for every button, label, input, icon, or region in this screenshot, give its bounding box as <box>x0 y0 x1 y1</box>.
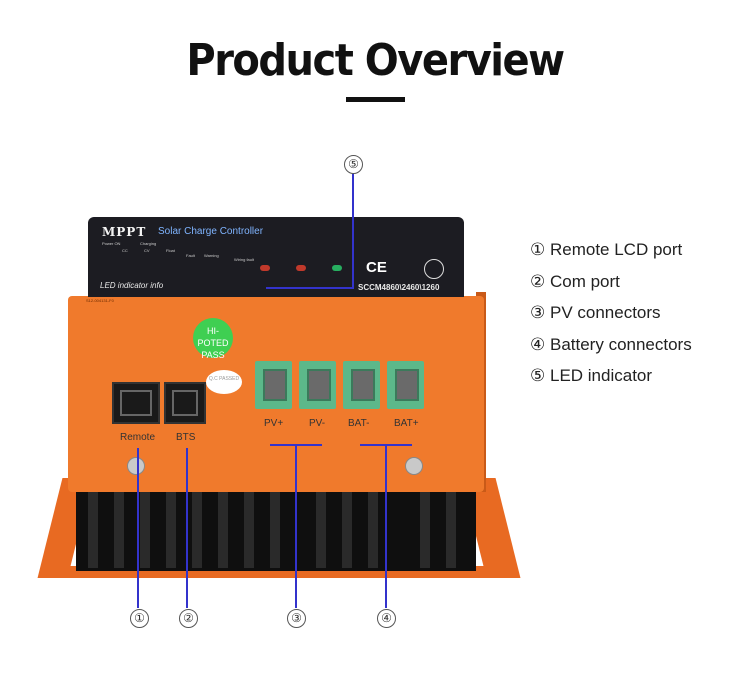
legend-item-number: ③ <box>530 303 546 322</box>
terminal-pv-plus <box>255 361 292 409</box>
panel-label: Float <box>166 248 175 253</box>
title-underline <box>346 97 405 102</box>
legend-item: ⑤ LED indicator <box>530 366 692 398</box>
legend-item-number: ② <box>530 271 546 291</box>
led-info-label: LED indicator info <box>100 281 164 290</box>
heatsink-fin <box>166 492 176 568</box>
product-subtitle: Solar Charge Controller <box>158 226 264 237</box>
callout-line-4 <box>385 444 387 608</box>
terminal-bat-minus <box>343 361 380 409</box>
page-title: Product Overview <box>186 36 565 86</box>
serial-label: S12-004131-F0 <box>86 298 114 303</box>
heatsink-fin <box>446 492 456 568</box>
recycle-icon <box>424 259 444 279</box>
heatsink-fin <box>270 492 280 568</box>
port-label-bts: BTS <box>176 432 196 443</box>
heatsink-fin <box>218 492 228 568</box>
terminal-label: BAT+ <box>394 418 419 429</box>
legend-item-label: Battery connectors <box>549 334 692 354</box>
legend-item-label: PV connectors <box>549 303 661 322</box>
callout-line-5 <box>352 174 354 288</box>
callout-number-3: ③ <box>287 609 306 628</box>
callout-number-5: ⑤ <box>344 155 363 174</box>
panel-label: Power ON <box>102 241 121 246</box>
heatsink-fin <box>342 492 352 568</box>
panel-label: Warning <box>204 253 219 258</box>
heatsink-fin <box>140 492 150 568</box>
hipot-sticker: HI-POTED PASS <box>193 318 233 360</box>
legend-item-number: ① <box>530 240 546 259</box>
mounting-screw <box>405 457 423 475</box>
mounting-screw <box>127 457 145 475</box>
model-label: SCCM4860\2460\1260 <box>358 283 440 292</box>
callout-number-4: ④ <box>377 609 396 628</box>
callout-number-1: ① <box>130 609 149 628</box>
legend-item-label: Remote LCD port <box>549 240 683 259</box>
terminal-bat-plus <box>387 361 424 409</box>
legend-item-number: ④ <box>530 334 546 354</box>
legend-item-label: LED indicator <box>549 366 653 385</box>
heatsink-fin <box>114 492 124 568</box>
callout-line-3 <box>295 444 297 608</box>
panel-label: Fault <box>186 253 195 258</box>
heatsink-fin <box>316 492 326 568</box>
callout-line-5 <box>266 287 354 289</box>
panel-label: CV <box>144 248 150 253</box>
brand-label: MPPT <box>102 225 147 239</box>
qc-sticker: Q.C PASSED <box>206 370 242 394</box>
panel-label: Charging <box>140 241 157 246</box>
terminal-label: BAT- <box>348 418 370 429</box>
heatsink-fin <box>88 492 98 568</box>
legend-item-number: ⑤ <box>530 366 546 385</box>
legend-item: ② Com port <box>530 272 692 304</box>
legend-item-label: Com port <box>549 271 620 291</box>
terminal-pv-minus <box>299 361 336 409</box>
legend-item: ① Remote LCD port <box>530 240 692 272</box>
top-cover-panel: MPPT Solar Charge Controller Power ON Ch… <box>88 217 464 297</box>
callout-line-1 <box>137 448 139 608</box>
legend-item: ③ PV connectors <box>530 303 692 335</box>
heatsink-fin <box>420 492 430 568</box>
heatsink-fin <box>368 492 378 568</box>
legend-item: ④ Battery connectors <box>530 335 692 367</box>
panel-label: CC <box>122 248 128 253</box>
panel-label: Wiring fault <box>234 257 255 262</box>
heatsink-fin <box>192 492 202 568</box>
led-indicator <box>260 265 270 271</box>
led-indicator <box>332 265 342 271</box>
callout-line-2 <box>186 448 188 608</box>
remote-port <box>112 382 160 424</box>
terminal-label: PV+ <box>264 418 284 429</box>
led-indicator <box>296 265 306 271</box>
legend: ① Remote LCD port ② Com port ③ PV connec… <box>530 240 692 398</box>
heatsink-fin <box>244 492 254 568</box>
ce-mark: CE <box>366 259 387 276</box>
bts-port <box>164 382 206 424</box>
callout-number-2: ② <box>179 609 198 628</box>
terminal-label: PV- <box>309 418 326 429</box>
port-label-remote: Remote <box>120 432 156 443</box>
